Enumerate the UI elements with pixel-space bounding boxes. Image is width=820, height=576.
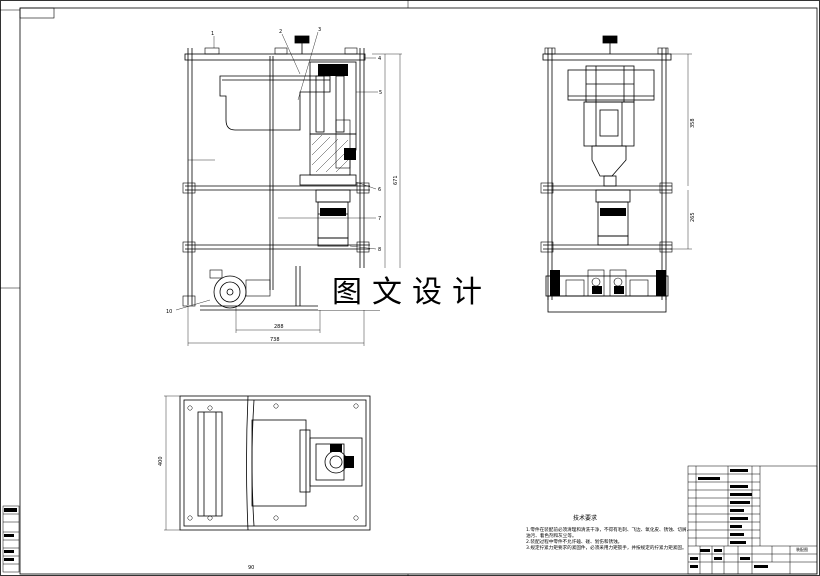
title-block: [687, 465, 818, 575]
overlay-title: 图文设计: [318, 268, 506, 310]
overlay-title-text: 图文设计: [332, 275, 492, 310]
side-dimensions: [670, 53, 692, 250]
front-balloons: 1 2 3 4 5 6 7 8 10 671 738 288: [166, 27, 399, 343]
dim-side-lower: 265: [690, 212, 696, 222]
sheet-ticks: [0, 0, 409, 576]
technical-note-3: 3.规定拧紧力矩要求的紧固件，必须采用力矩扳手，并按规定的拧紧力矩紧固。: [526, 546, 687, 551]
title-block-name: 装配图: [796, 546, 808, 552]
balloon-6: 6: [378, 187, 381, 193]
dim-overall-height: 671: [393, 175, 399, 185]
balloon-4: 4: [378, 56, 381, 62]
balloon-7: 7: [378, 216, 381, 222]
balloon-10: 10: [166, 309, 172, 315]
technical-requirements-title: 技术要求: [573, 515, 598, 522]
sheet-inner-border: [19, 7, 818, 575]
technical-note-1: 1.零件在装配前必须清理和清洗干净，不得有毛刺、飞边、氧化皮、锈蚀、切屑、: [526, 528, 692, 533]
dim-side-upper: 358: [690, 118, 696, 128]
title-block-fill: [690, 469, 768, 568]
balloon-5: 5: [379, 90, 382, 96]
dim-plan-width: 400: [158, 456, 164, 466]
balloon-8: 8: [378, 247, 381, 253]
dim-base-width: 288: [274, 324, 284, 330]
balloon-3: 3: [318, 27, 321, 33]
dim-base-length: 738: [270, 337, 280, 343]
side-view: [540, 35, 673, 313]
balloon-1: 1: [211, 31, 214, 37]
drawing-number-box: [19, 7, 55, 19]
technical-note-1-cont: 油污、着色剂和灰尘等。: [526, 534, 577, 539]
plan-view: [164, 395, 371, 531]
left-margin-boxes: [2, 505, 20, 573]
dim-bottom-mark: 90: [248, 565, 254, 571]
technical-note-2: 2.装配过程中零件不允许磕、碰、划伤和锈蚀。: [526, 540, 623, 545]
front-view: [182, 35, 410, 311]
balloon-2: 2: [279, 29, 282, 35]
